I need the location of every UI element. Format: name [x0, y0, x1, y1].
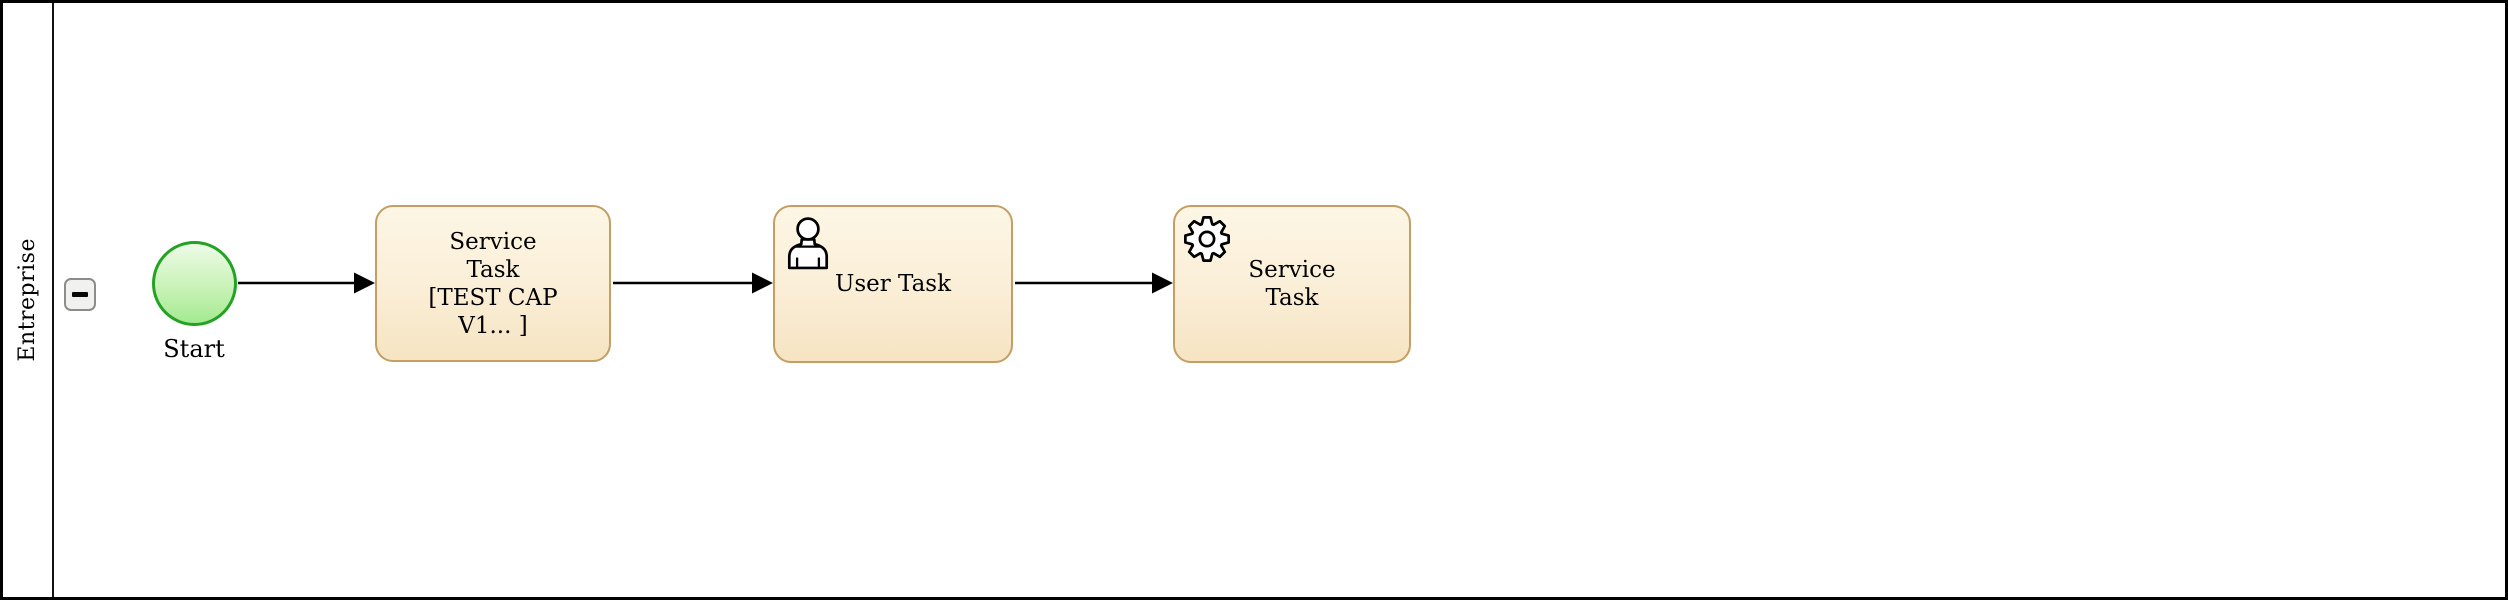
- arrowhead-icon: [1152, 272, 1173, 294]
- task-user[interactable]: User Task: [773, 205, 1013, 363]
- arrowhead-icon: [354, 272, 375, 294]
- task-label: Service Task: [1248, 256, 1335, 312]
- task-label-line: Task: [1265, 285, 1319, 311]
- sequence-flow-2[interactable]: [613, 272, 773, 294]
- lane-header[interactable]: Entreprise: [3, 3, 54, 597]
- lane-label: Entreprise: [15, 238, 40, 362]
- sequence-flow-1[interactable]: [238, 272, 375, 294]
- task-label-line: V1... ]: [458, 312, 528, 339]
- task-service-2[interactable]: Service Task: [1173, 205, 1411, 363]
- sequence-flow-3[interactable]: [1015, 272, 1173, 294]
- user-icon: [787, 217, 829, 270]
- gear-icon: [1184, 216, 1230, 262]
- lane-collapse-button[interactable]: [64, 278, 96, 311]
- task-label-line: [TEST CAP: [428, 284, 558, 311]
- arrowhead-icon: [752, 272, 773, 294]
- minus-icon: [72, 292, 88, 297]
- task-label-line: Service: [1248, 257, 1336, 283]
- task-label-line: Task: [466, 256, 520, 283]
- task-service-1[interactable]: Service Task [TEST CAP V1... ]: [375, 205, 611, 362]
- task-label: Service Task [TEST CAP V1... ]: [428, 228, 557, 340]
- start-event[interactable]: [152, 241, 237, 326]
- task-label-line: Service: [449, 228, 537, 255]
- task-label: User Task: [834, 271, 952, 297]
- start-event-label: Start: [163, 335, 225, 363]
